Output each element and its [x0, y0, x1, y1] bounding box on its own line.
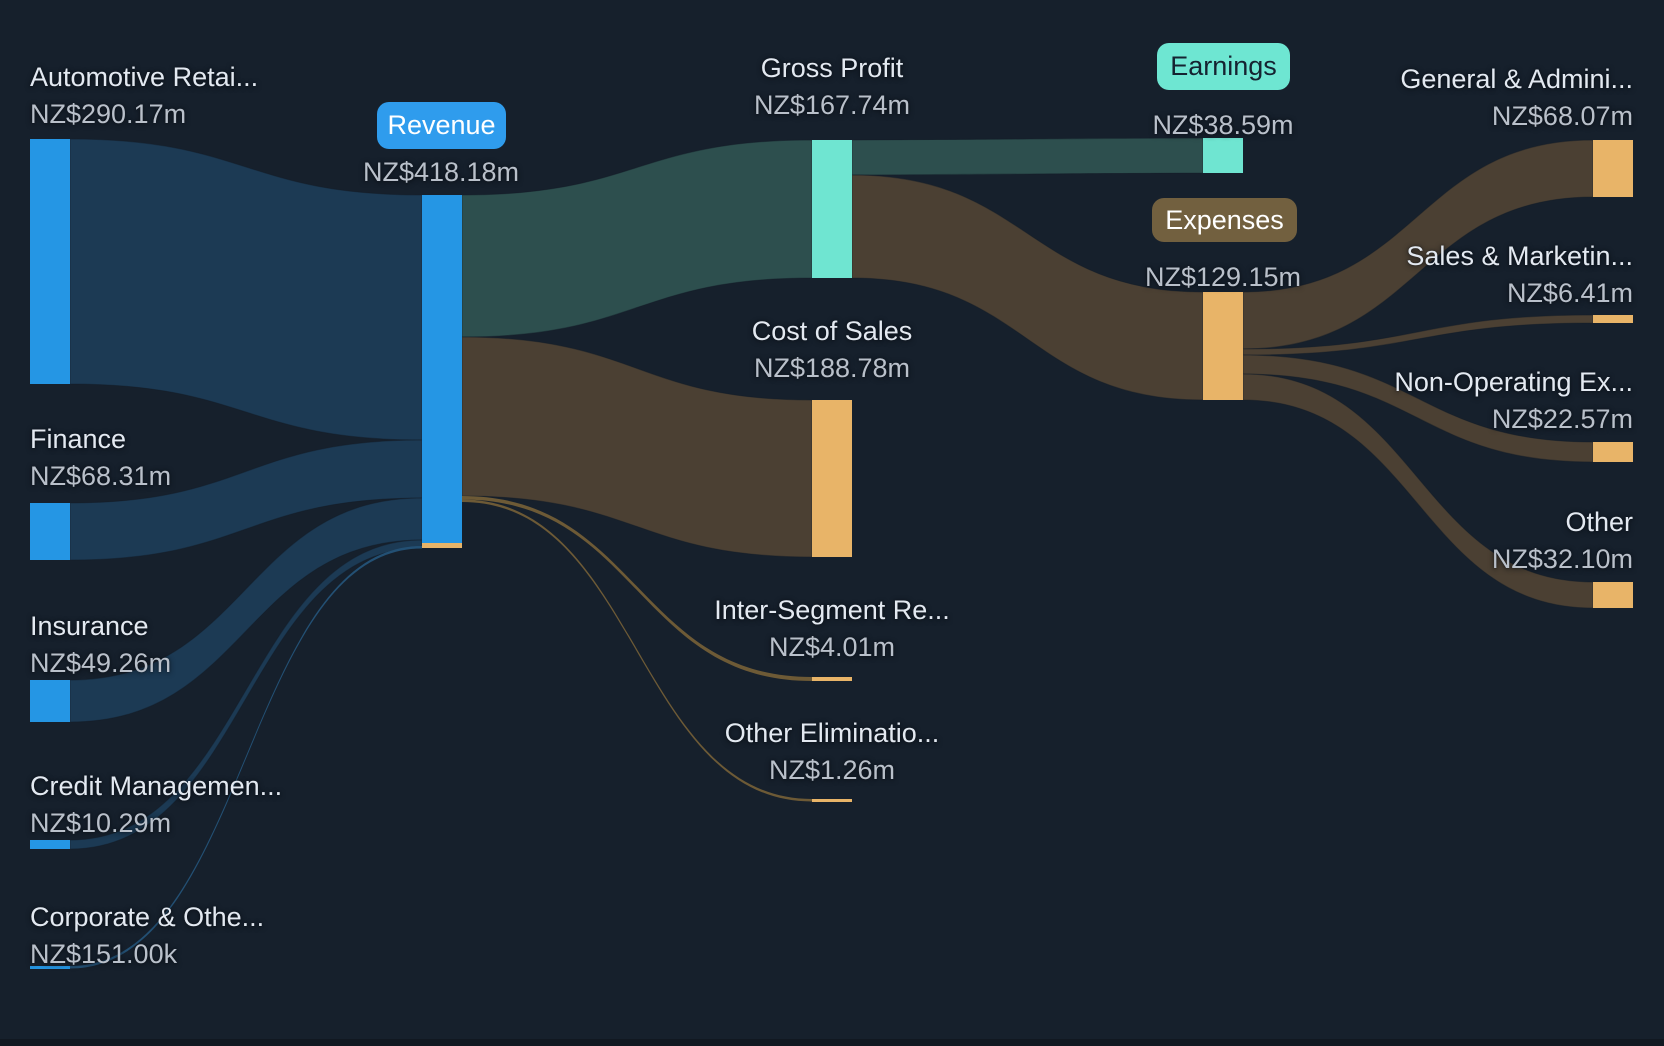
node-general_admin-bar[interactable] [1593, 140, 1633, 197]
node-label-inter_segment: Inter-Segment Re... [714, 595, 950, 625]
node-inter_segment-bar[interactable] [812, 677, 852, 681]
node-value-cost_of_sales: NZ$188.78m [753, 353, 911, 383]
node-label-automotive: Automotive Retai... [30, 62, 259, 92]
node-label-credit: Credit Managemen... [30, 771, 283, 801]
node-revenue-tip [422, 543, 462, 548]
node-badge-expenses[interactable]: Expenses [1152, 198, 1297, 242]
node-non_operating-bar[interactable] [1593, 442, 1633, 462]
node-value-finance: NZ$68.31m [30, 461, 172, 491]
node-value-insurance: NZ$49.26m [30, 648, 172, 678]
node-insurance-bar[interactable] [30, 680, 70, 722]
node-value-earnings: NZ$38.59m [1152, 110, 1294, 140]
node-badge-label-revenue: Revenue [387, 110, 496, 140]
node-value-automotive: NZ$290.17m [30, 99, 187, 129]
node-credit-bar[interactable] [30, 840, 70, 849]
flow-revenue-other_elim[interactable] [462, 499, 812, 802]
node-label-cost_of_sales: Cost of Sales [751, 316, 913, 346]
node-value-corporate: NZ$151.00k [30, 939, 178, 969]
node-cost_of_sales-bar[interactable] [812, 400, 852, 557]
node-value-gross_profit: NZ$167.74m [753, 90, 911, 120]
node-earnings-bar[interactable] [1203, 138, 1243, 173]
node-value-sales_marketing: NZ$6.41m [1506, 278, 1633, 308]
flow-corporate-revenue[interactable] [70, 546, 422, 969]
node-label-sales_marketing: Sales & Marketin... [1406, 241, 1633, 271]
node-label-insurance: Insurance [30, 611, 149, 641]
node-label-gross_profit: Gross Profit [760, 53, 904, 83]
node-badge-label-expenses: Expenses [1165, 204, 1284, 235]
node-gross_profit-bar[interactable] [812, 140, 852, 278]
node-automotive-bar[interactable] [30, 139, 70, 384]
node-other_elim-bar[interactable] [812, 799, 852, 802]
node-value-other: NZ$32.10m [1491, 544, 1633, 574]
node-label-corporate: Corporate & Othe... [30, 902, 265, 932]
node-badge-label-earnings: Earnings [1170, 51, 1277, 81]
node-value-expenses: NZ$129.15m [1144, 262, 1302, 292]
node-label-other: Other [1565, 507, 1633, 537]
node-label-general_admin: General & Admini... [1400, 64, 1633, 94]
node-finance-bar[interactable] [30, 503, 70, 560]
node-corporate-bar[interactable] [30, 966, 70, 969]
node-value-other_elim: NZ$1.26m [768, 755, 896, 785]
node-value-inter_segment: NZ$4.01m [768, 632, 896, 662]
node-other-bar[interactable] [1593, 582, 1633, 608]
node-value-credit: NZ$10.29m [30, 808, 172, 838]
flow-revenue-inter_segment[interactable] [462, 496, 812, 681]
node-badge-earnings[interactable]: Earnings [1157, 43, 1290, 90]
node-label-finance: Finance [30, 424, 127, 454]
node-value-general_admin: NZ$68.07m [1491, 101, 1633, 131]
node-revenue-bar[interactable] [422, 195, 462, 543]
node-expenses-bar[interactable] [1203, 292, 1243, 400]
node-label-non_operating: Non-Operating Ex... [1394, 367, 1633, 397]
node-value-non_operating: NZ$22.57m [1491, 404, 1633, 434]
node-badge-revenue[interactable]: Revenue [377, 102, 506, 149]
node-label-other_elim: Other Eliminatio... [724, 718, 940, 748]
node-value-revenue: NZ$418.18m [362, 157, 520, 187]
footer-strip [0, 1039, 1664, 1046]
node-sales_marketing-bar[interactable] [1593, 315, 1633, 323]
flow-gross_profit-earnings[interactable] [851, 137, 1204, 176]
